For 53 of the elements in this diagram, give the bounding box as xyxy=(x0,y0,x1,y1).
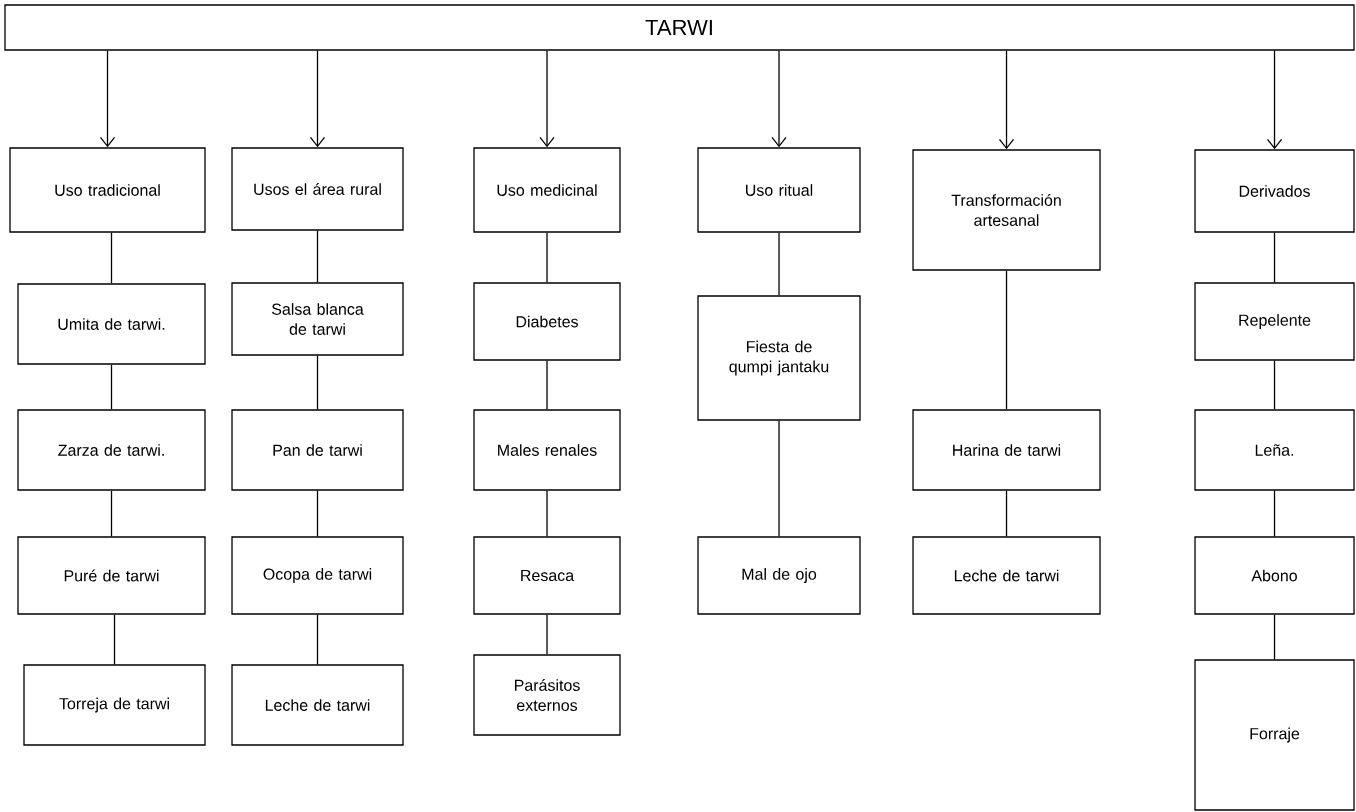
category-box: Mal de ojo xyxy=(697,536,861,615)
category-box: Umita de tarwi. xyxy=(17,283,206,365)
category-box: Puré de tarwi xyxy=(17,536,206,615)
category-box: Fiesta de qumpi jantaku xyxy=(697,295,861,421)
category-box: Uso ritual xyxy=(697,147,861,233)
category-box: Parásitos externos xyxy=(473,654,621,736)
category-box: Leche de tarwi xyxy=(912,536,1101,615)
category-box: Forraje xyxy=(1194,659,1355,811)
category-box: Abono xyxy=(1194,536,1355,615)
category-box: Resaca xyxy=(473,536,621,615)
category-box: Leche de tarwi xyxy=(231,664,404,746)
category-box: Torreja de tarwi xyxy=(23,664,206,746)
category-box: Diabetes xyxy=(473,282,621,361)
connector-line xyxy=(1005,270,1008,410)
category-box: Harina de tarwi xyxy=(912,409,1101,491)
category-box: Salsa blanca de tarwi xyxy=(231,282,404,356)
category-box: Pan de tarwi xyxy=(231,409,404,491)
connector-line xyxy=(316,490,319,537)
connector-line xyxy=(1005,490,1008,537)
category-box: Uso medicinal xyxy=(473,147,621,233)
connector-line xyxy=(113,614,116,665)
connector-line xyxy=(110,490,113,537)
category-box: Derivados xyxy=(1194,149,1355,233)
connector-line xyxy=(778,232,780,296)
connector-line xyxy=(546,360,548,410)
category-box: Ocopa de tarwi xyxy=(231,536,404,615)
arrow xyxy=(539,50,555,148)
arrow xyxy=(309,50,326,148)
category-box: Males renales xyxy=(473,409,621,491)
connector-line xyxy=(778,420,780,537)
arrow xyxy=(1266,50,1283,150)
arrow xyxy=(998,50,1015,150)
category-box: Uso tradicional xyxy=(9,147,206,233)
arrow xyxy=(771,50,787,148)
category-box: Transformación artesanal xyxy=(912,149,1101,271)
connector-line xyxy=(1273,614,1276,660)
connector-line xyxy=(316,355,319,410)
category-box: Leña. xyxy=(1194,409,1355,491)
connector-line xyxy=(1273,490,1276,537)
arrow xyxy=(99,50,116,148)
connector-line xyxy=(546,490,548,537)
connector-line xyxy=(1273,232,1276,283)
connector-line xyxy=(110,232,113,284)
category-box: Zarza de tarwi. xyxy=(17,409,206,491)
category-box: Usos el área rural xyxy=(231,147,404,231)
title-box: TARWI xyxy=(4,4,1355,51)
connector-line xyxy=(316,614,319,665)
connector-line xyxy=(546,232,548,283)
connector-line xyxy=(110,364,113,410)
connector-line xyxy=(1273,360,1276,410)
category-box: Repelente xyxy=(1194,282,1355,361)
connector-line xyxy=(316,230,319,283)
connector-line xyxy=(546,614,548,655)
